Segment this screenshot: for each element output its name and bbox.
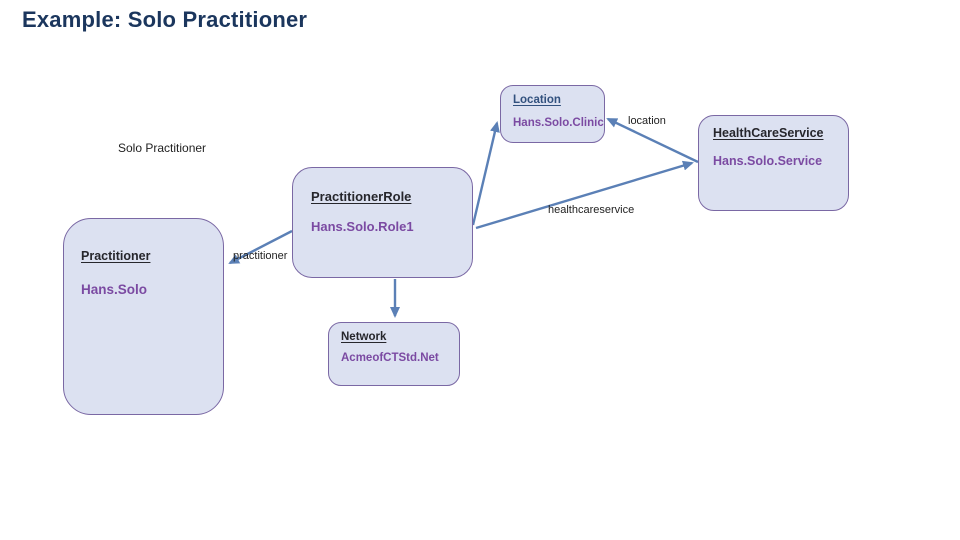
node-practitioner: Practitioner Hans.Solo xyxy=(63,218,224,415)
node-healthcareservice-title: HealthCareService xyxy=(713,126,824,140)
node-location: Location Hans.Solo.Clinic xyxy=(500,85,605,143)
node-practitionerrole: PractitionerRole Hans.Solo.Role1 xyxy=(292,167,473,278)
node-network-title: Network xyxy=(341,331,387,343)
slide-title: Example: Solo Practitioner xyxy=(22,7,308,32)
edge-role-to-location xyxy=(471,121,500,226)
node-healthcareservice: HealthCareService Hans.Solo.Service xyxy=(698,115,849,211)
edge-role-to-service xyxy=(475,160,694,230)
node-practitioner-title: Practitioner xyxy=(81,249,151,263)
edge-label-location: location xyxy=(628,115,666,127)
node-location-title: Location xyxy=(513,94,561,106)
node-location-instance: Hans.Solo.Clinic xyxy=(513,117,604,129)
node-network-instance: AcmeofCTStd.Net xyxy=(341,352,439,364)
node-healthcareservice-instance: Hans.Solo.Service xyxy=(713,154,823,168)
edge-label-practitioner: practitioner xyxy=(233,250,288,262)
node-practitionerrole-title: PractitionerRole xyxy=(311,189,412,204)
edge-label-healthcareservice: healthcareservice xyxy=(548,204,635,216)
node-practitionerrole-instance: Hans.Solo.Role1 xyxy=(311,219,414,234)
scenario-label: Solo Practitioner xyxy=(118,141,207,155)
node-network: Network AcmeofCTStd.Net xyxy=(328,322,460,386)
node-practitioner-instance: Hans.Solo xyxy=(81,282,148,297)
